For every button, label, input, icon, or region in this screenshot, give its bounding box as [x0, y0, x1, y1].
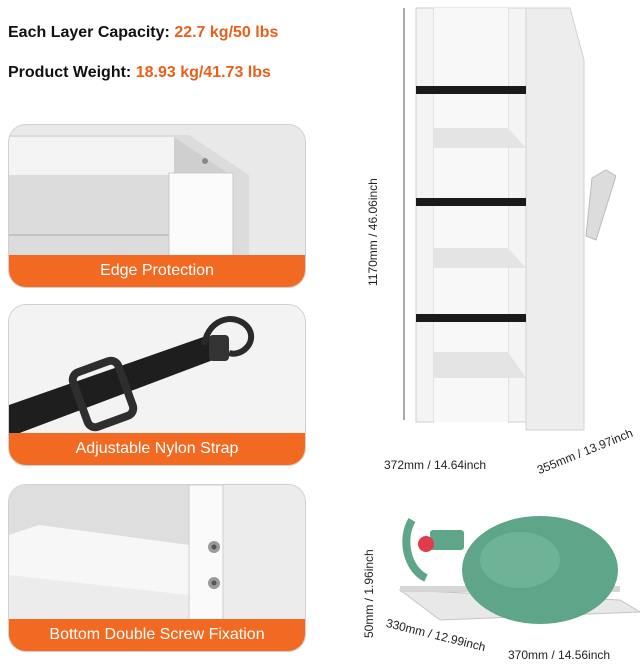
- edge-protection-photo: [9, 125, 305, 287]
- layer-capacity-label: Each Layer Capacity:: [8, 24, 170, 41]
- feature-card-nylon-strap: Adjustable Nylon Strap: [8, 304, 306, 466]
- cylinder-tray-illustration: [398, 516, 640, 624]
- layer-capacity-spec: Each Layer Capacity: 22.7 kg/50 lbs: [8, 24, 278, 42]
- storage-rack-illustration: [403, 7, 616, 431]
- feature-caption-screw-fixation: Bottom Double Screw Fixation: [9, 619, 305, 651]
- layer-capacity-value: 22.7 kg/50 lbs: [174, 24, 279, 41]
- product-weight-label: Product Weight:: [8, 64, 132, 81]
- feature-card-edge-protection: Edge Protection: [8, 124, 306, 288]
- tray-width-dimension: 370mm / 14.56inch: [508, 648, 611, 662]
- rack-height-dimension: 1170mm / 46.06inch: [366, 178, 380, 286]
- feature-card-screw-fixation: Bottom Double Screw Fixation: [8, 484, 306, 652]
- feature-caption-edge-protection: Edge Protection: [9, 255, 305, 287]
- product-weight-spec: Product Weight: 18.93 kg/41.73 lbs: [8, 64, 271, 82]
- product-weight-value: 18.93 kg/41.73 lbs: [135, 64, 271, 81]
- tray-height-dimension: 50mm / 1.96inch: [362, 549, 376, 638]
- rack-width-dimension: 372mm / 14.64inch: [384, 458, 487, 472]
- feature-caption-nylon-strap: Adjustable Nylon Strap: [9, 433, 305, 465]
